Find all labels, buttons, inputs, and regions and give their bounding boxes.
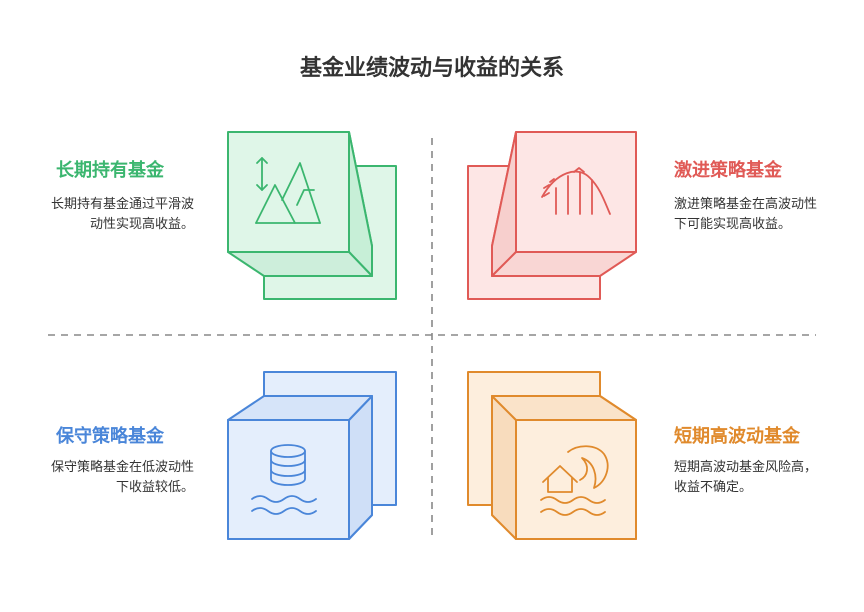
- rollercoaster-icon: [541, 167, 611, 215]
- aggressive-fund-title: 激进策略基金: [674, 160, 782, 181]
- card-aggressive: [467, 131, 637, 300]
- long-term-fund-desc: 长期持有基金通过平滑波动性实现高收益。: [50, 197, 194, 232]
- conservative-fund-desc: 保守策略基金在低波动性下收益较低。: [50, 460, 194, 495]
- short-term-volatile-fund-desc: 短期高波动基金风险高，收益不确定。: [674, 460, 818, 495]
- long-term-fund-title: 长期持有基金: [56, 160, 164, 181]
- database-waves-icon: [251, 444, 317, 515]
- mountain-icon: [255, 157, 321, 224]
- card-conservative: [227, 371, 397, 540]
- conservative-fund-title: 保守策略基金: [56, 426, 164, 447]
- card-short-term: [467, 371, 637, 540]
- aggressive-fund-desc: 激进策略基金在高波动性下可能实现高收益。: [674, 197, 818, 232]
- short-term-volatile-fund-title: 短期高波动基金: [674, 426, 800, 447]
- diagram-title: 基金业绩波动与收益的关系: [299, 56, 564, 81]
- tsunami-house-icon: [540, 445, 609, 516]
- card-long-term: [227, 131, 397, 300]
